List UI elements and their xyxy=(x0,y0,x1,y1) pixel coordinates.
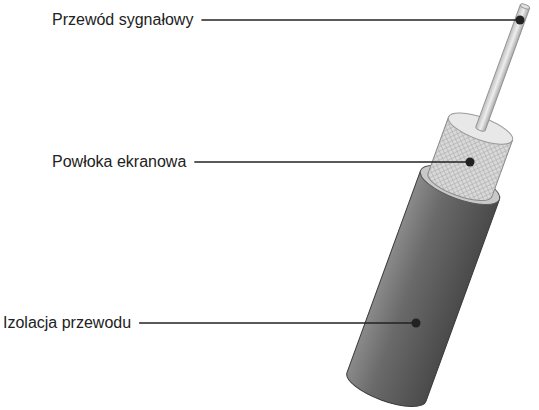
leader-dot xyxy=(516,16,525,25)
insulation xyxy=(342,171,499,410)
signal-wire-tip xyxy=(520,3,531,10)
leader-line xyxy=(201,19,520,20)
leader-line xyxy=(194,161,470,162)
leader-lines xyxy=(139,16,524,328)
leader-dot xyxy=(412,319,421,328)
signal-wire xyxy=(475,5,530,132)
part-label: Powłoka ekranowa xyxy=(52,152,186,172)
leader-dot xyxy=(466,158,475,167)
part-label: Przewód sygnałowy xyxy=(52,10,193,30)
part-label: Izolacja przewodu xyxy=(3,313,131,333)
leader-line xyxy=(139,322,416,323)
cable-body xyxy=(342,0,539,410)
